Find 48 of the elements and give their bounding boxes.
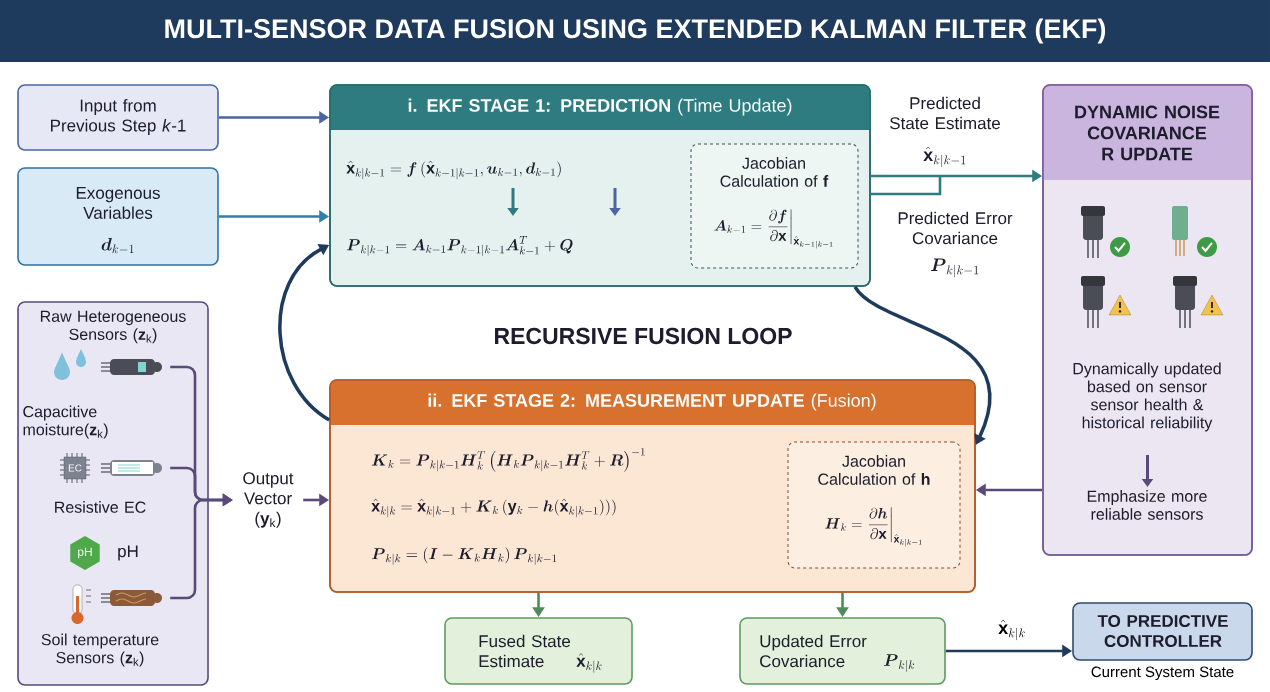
equation: $\boldsymbol{K}_k = \boldsymbol{P}_{k|k-1}\boldsymbol{H}_k^{T}\left(\boldsymbol{H}_k\boldsymbol{P}_{k|k-1}\boldsymbol{H}_k^{T} + \boldsymbol{R}\right)^{-1}$	[371, 447, 645, 472]
input-box	[17, 84, 219, 151]
sensor-panel	[17, 301, 209, 686]
section-title: RECURSIVE FUSION LOOP	[495, 327, 792, 345]
box-title: TO PREDICTIVE CONTROLLER	[1097, 614, 1228, 647]
status-label: Current System State	[1091, 666, 1234, 681]
sensor-label: pH	[118, 545, 138, 561]
equation: $\boldsymbol{P}_{k|k-1} = \boldsymbol{A}_{k-1}\boldsymbol{P}_{k-1|k-1}\boldsymbol{A}_{k-1}^{T} + \boldsymbol{Q}$	[346, 236, 573, 256]
edge-label: $\hat{\mathbf{x}}_{k|k}$	[997, 618, 1027, 642]
noise-update-panel	[1042, 84, 1253, 556]
equation: $\boldsymbol{P}_{k|k} = (\boldsymbol{I} - \boldsymbol{K}_k\boldsymbol{H}_k)\,\boldsymbol{P}_{k|k-1}$	[371, 547, 557, 565]
output-label: Output Vector (y$_{k}$)	[243, 472, 294, 528]
ph-badge: pH	[70, 536, 100, 570]
sensor-label: Resistive EC	[55, 501, 146, 513]
formula: $\boldsymbol{P}_{k|k}$	[883, 654, 915, 672]
equation: $\boldsymbol{A}_{k-1} = \left.\frac{\partial \boldsymbol{f}}{\partial \mathbf{x}}\right|_{\hat{\mathbf{x}}_{k-1|k-1}}$	[714, 209, 833, 249]
panel-header: DYNAMIC NOISE COVARIANCE R UPDATE	[1075, 105, 1220, 161]
equation: $\hat{\mathbf{x}}_{k|k} = \hat{\mathbf{x}}_{k|k-1} + \boldsymbol{K}_k\,(\mathbf{y}_k - \boldsymbol{h}(\hat{\mathbf{x}}_{k|k-1})))$	[371, 498, 616, 518]
arrow	[278, 243, 331, 422]
sensor-label: Capacitive moisture(z$_{k}$)	[23, 405, 108, 439]
title-banner: MULTI-SENSOR DATA FUSION USING EXTENDED KALMAN FILTER (EKF)	[0, 0, 1270, 62]
flow-label: Predicted Error Covariance	[898, 211, 1013, 245]
output-box	[444, 617, 633, 685]
formula: $\boldsymbol{d}_{k-1}$	[101, 237, 134, 254]
box-label: Jacobian Calculation of f	[720, 157, 829, 187]
panel-header: i. EKF STAGE 1: PREDICTION (Time Update)	[408, 98, 792, 116]
input-box	[17, 167, 219, 266]
flow-label: Predicted State Estimate	[890, 96, 1000, 130]
box-label: Jacobian Calculation of h	[818, 455, 930, 485]
panel-header: Raw Heterogeneous Sensors (z$_{k}$)	[40, 310, 186, 344]
box-label: Updated Error Covariance	[760, 634, 867, 668]
controller-box	[1072, 602, 1253, 661]
formula: $\boldsymbol{P}_{k|k-1}$	[931, 258, 979, 278]
sensor-label: Soil temperature Sensors (z$_{k}$)	[41, 633, 159, 667]
panel-header: ii. EKF STAGE 2: MEASUREMENT UPDATE (Fusion)	[428, 393, 876, 411]
equation: $\boldsymbol{H}_k = \left.\frac{\partial \boldsymbol{h}}{\partial \mathbf{x}}\right|_{\hat{\mathbf{x}}_{k|k-1}}$	[825, 507, 922, 547]
box-label: Input from Previous Step k-1	[51, 99, 186, 135]
formula: $\hat{\mathbf{x}}_{k|k}$	[576, 653, 602, 673]
jacobian-box	[690, 143, 859, 269]
jacobian-box	[787, 441, 961, 569]
description: Emphasize more reliable sensors	[1087, 490, 1207, 520]
equation: $\hat{\mathbf{x}}_{k|k-1} = \boldsymbol{f}\,(\hat{\mathbf{x}}_{k-1|k-1}, \boldsymbol{u}_{k-1}, \boldsymbol{d}_{k-1})$	[346, 160, 561, 180]
output-box	[739, 617, 946, 685]
box-label: Fused State Estimate	[479, 634, 571, 668]
formula: $\hat{\mathbf{x}}_{k|k-1}$	[923, 146, 966, 168]
description: Dynamically updated based on sensor sensor health & historical reliability	[1073, 362, 1221, 432]
arrow	[853, 285, 992, 445]
box-label: Exogenous Variables	[76, 187, 160, 219]
